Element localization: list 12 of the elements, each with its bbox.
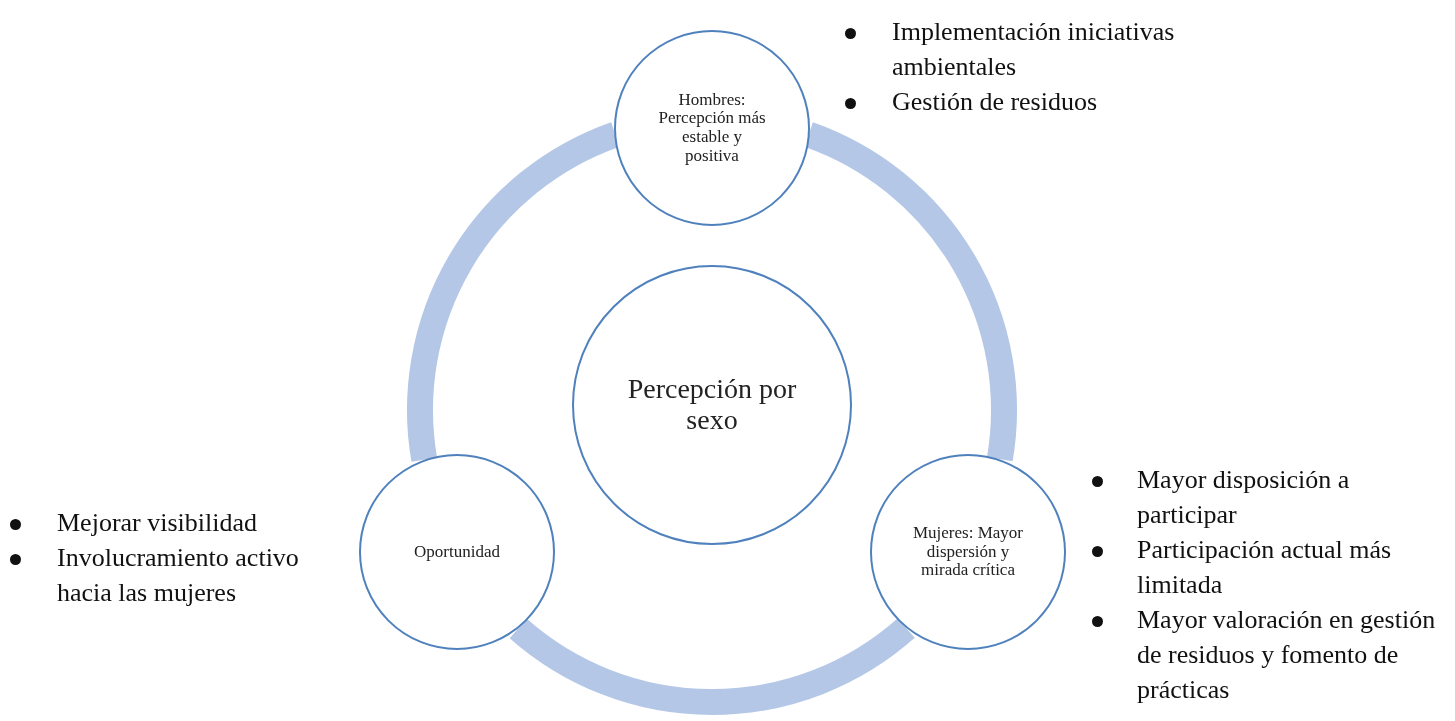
bullet-item: Mayor valoración en gestión de residuos y fomento de prácticas (1092, 602, 1442, 707)
cycle-arc (510, 617, 915, 715)
node-label: Oportunidad (414, 542, 500, 562)
bullet-item: Mayor disposición a participar (1092, 462, 1442, 532)
bullet-item: Participación actual más limitada (1092, 532, 1442, 602)
bullet-item: Gestión de residuos (845, 84, 1265, 119)
bullet-item: Implementación iniciativas ambientales (845, 14, 1265, 84)
bullet-item: Involucramiento activo hacia las mujeres (10, 540, 355, 610)
node-label: Mujeres: Mayor dispersión y mirada crítica (912, 523, 1024, 581)
node-label: Hombres: Percepción más estable y positiva (657, 90, 767, 166)
node-label: Percepción por sexo (627, 374, 797, 436)
bullet-item: Mejorar visibilidad (10, 505, 355, 540)
